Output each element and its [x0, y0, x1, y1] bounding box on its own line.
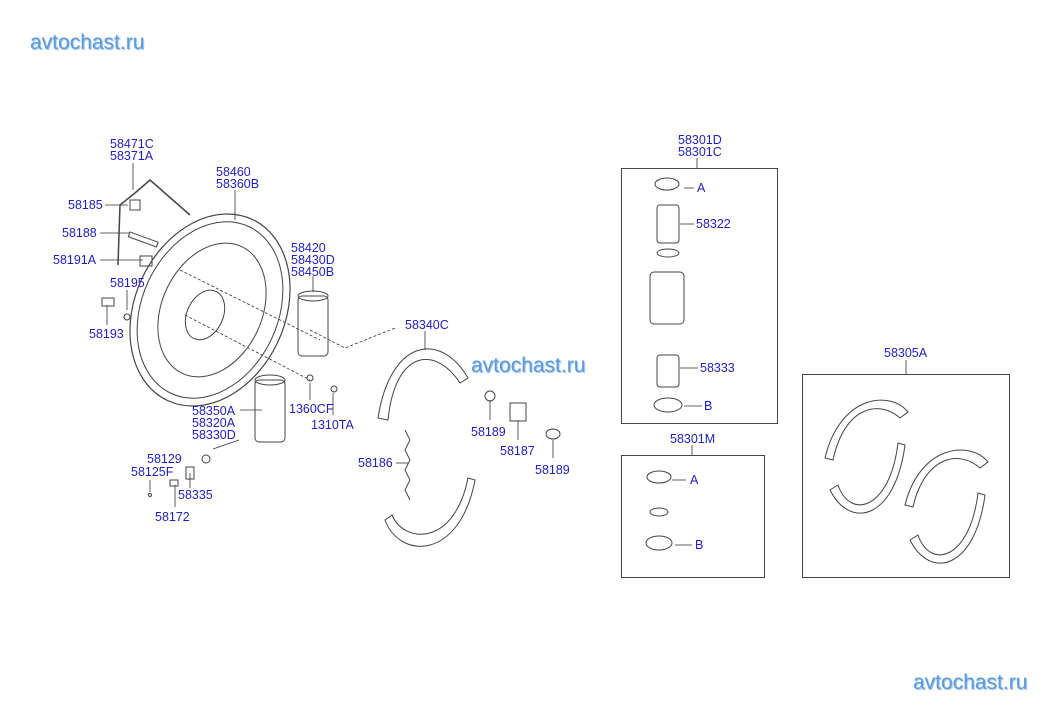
part-label[interactable]: 58193	[89, 327, 124, 341]
part-label[interactable]: 1310TA	[311, 418, 354, 432]
part-label[interactable]: 58471C	[110, 137, 154, 151]
part-label[interactable]: 1360CF	[289, 402, 334, 416]
part-label[interactable]: 58188	[62, 226, 97, 240]
part-label[interactable]: 58430D	[291, 253, 335, 267]
kit-marker: A	[690, 473, 699, 487]
wheel-cylinder-kit-box	[621, 168, 778, 424]
kit-marker: B	[704, 399, 713, 413]
part-label[interactable]: 58322	[696, 217, 731, 231]
part-label[interactable]: 58189	[471, 425, 506, 439]
part-label[interactable]: 58450B	[291, 265, 335, 279]
part-label[interactable]: 58340C	[405, 318, 449, 332]
brake-shoe-kit-box	[802, 374, 1010, 578]
part-label[interactable]: 58371A	[110, 149, 154, 163]
part-label[interactable]: 58330D	[192, 428, 236, 442]
part-label[interactable]: 58191A	[53, 253, 97, 267]
watermark: avtochast.ru	[913, 671, 1028, 694]
part-label[interactable]: 58420	[291, 241, 326, 255]
watermark: avtochast.ru	[471, 354, 586, 377]
part-label[interactable]: 58185	[68, 198, 103, 212]
part-label[interactable]: 58189	[535, 463, 570, 477]
part-label[interactable]: 58195	[110, 276, 145, 290]
part-label[interactable]: 58305A	[884, 346, 928, 360]
kit-marker: B	[695, 538, 704, 552]
part-label[interactable]: 58333	[700, 361, 735, 375]
part-label[interactable]: 58335	[178, 488, 213, 502]
part-label[interactable]: 58125F	[131, 465, 174, 479]
kit-marker: A	[697, 181, 706, 195]
part-label[interactable]: 58301M	[670, 432, 716, 446]
part-label[interactable]: 58460	[216, 165, 251, 179]
part-label[interactable]: 58320A	[192, 416, 236, 430]
part-label[interactable]: 58172	[155, 510, 190, 524]
part-label[interactable]: 58360B	[216, 177, 260, 191]
cylinder-repair-kit-box	[621, 455, 765, 578]
part-label[interactable]: 58350A	[192, 404, 236, 418]
part-label[interactable]: 58186	[358, 456, 393, 470]
part-label[interactable]: 58187	[500, 444, 535, 458]
part-label[interactable]: 58301D	[678, 133, 722, 147]
watermark: avtochast.ru	[30, 31, 145, 54]
part-label[interactable]: 58129	[147, 452, 182, 466]
part-label[interactable]: 58301C	[678, 145, 722, 159]
